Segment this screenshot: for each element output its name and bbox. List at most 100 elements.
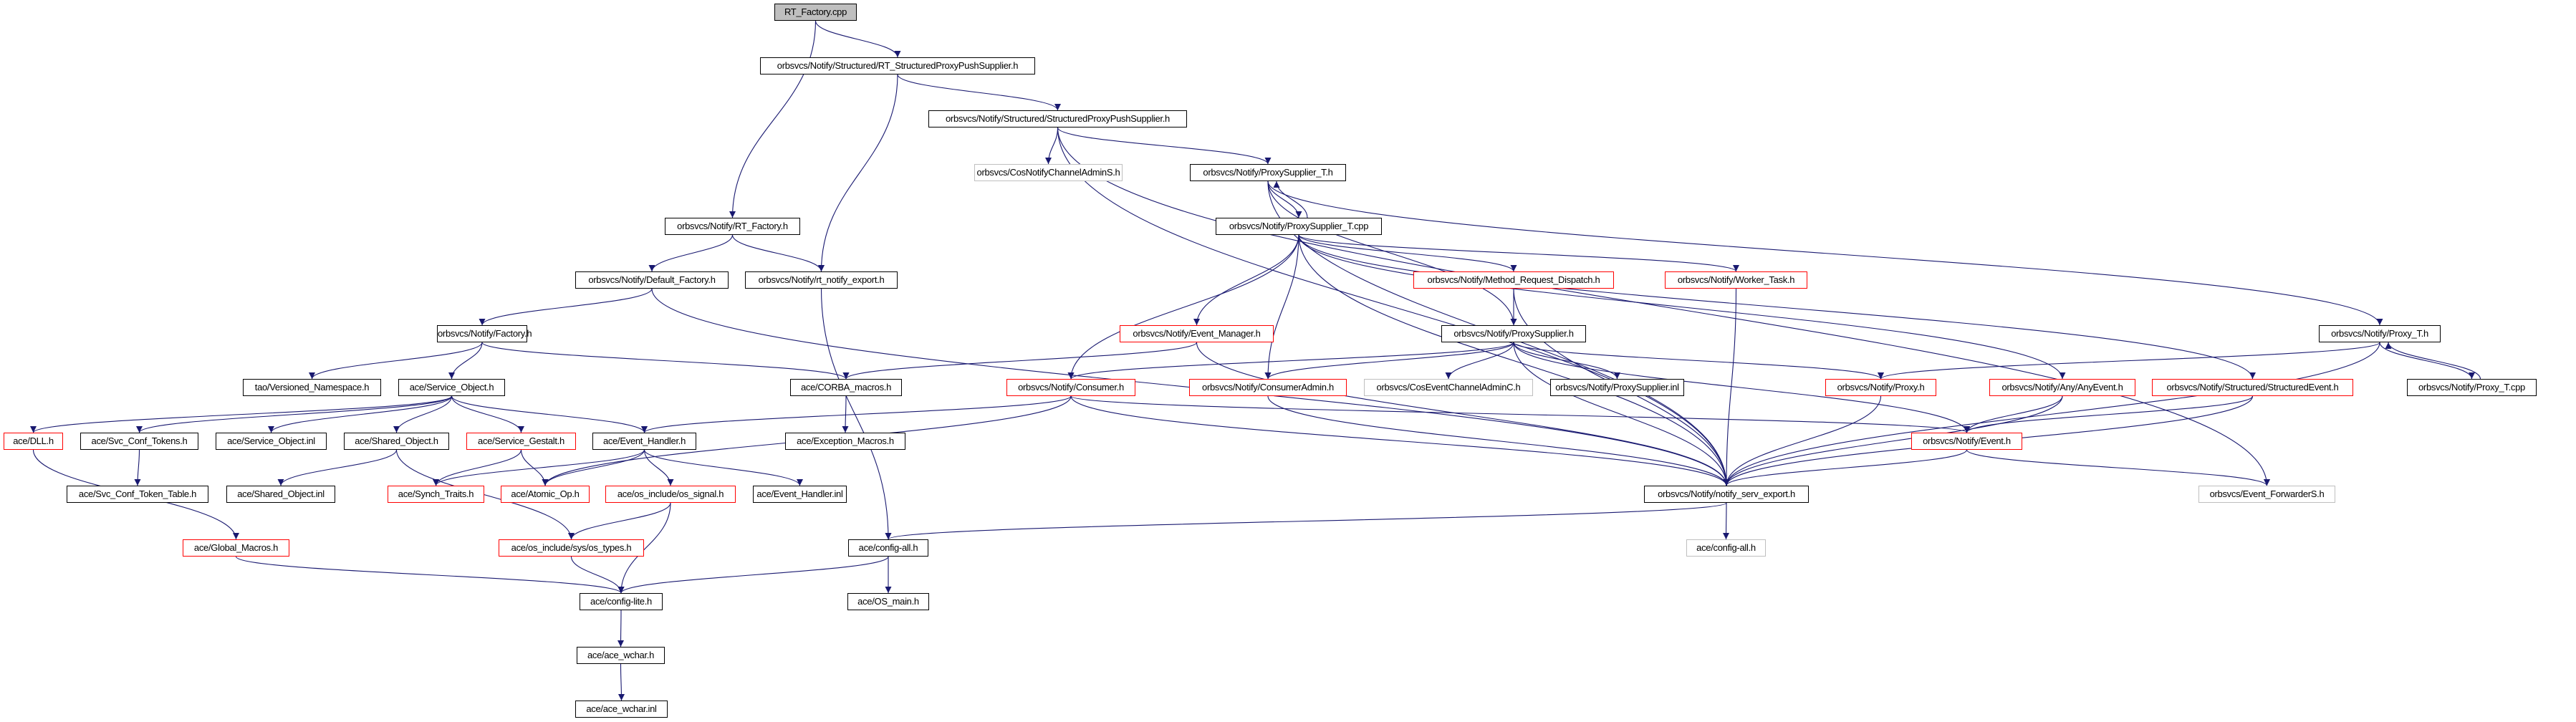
- node-orbsvcs-notify-notify-serv-export-h[interactable]: orbsvcs/Notify/notify_serv_export.h: [1644, 486, 1809, 503]
- node-ace-svc-conf-tokens-h[interactable]: ace/Svc_Conf_Tokens.h: [80, 433, 198, 450]
- edge-n1-to-n8: [818, 74, 898, 272]
- edge-n14-to-n40: [1723, 342, 2380, 486]
- node-orbsvcs-notify-proxysupplier-inl[interactable]: orbsvcs/Notify/ProxySupplier.inl: [1550, 379, 1684, 396]
- node-orbsvcs-notify-structured-structuredproxypushsupplier-h[interactable]: orbsvcs/Notify/Structured/StructuredProx…: [928, 110, 1187, 127]
- edge-n6-to-n9: [1298, 234, 1517, 272]
- edge-n12-to-n17: [842, 342, 1198, 380]
- edge-n6-to-n4: [1273, 180, 1308, 218]
- edge-n24-to-n33: [1964, 395, 2254, 433]
- edge-n31-to-n39: [643, 449, 803, 486]
- node-rt-factory-cpp[interactable]: RT_Factory.cpp: [774, 4, 857, 21]
- edge-n6-to-n10: [1298, 234, 1739, 272]
- node-ace-svc-conf-token-table-h[interactable]: ace/Svc_Conf_Token_Table.h: [67, 486, 208, 503]
- node-orbsvcs-notify-factory-h[interactable]: orbsvcs/Notify/Factory.h: [437, 325, 532, 342]
- edge-n40-to-n44: [885, 502, 1727, 540]
- edge-n23-to-n40: [1723, 395, 2063, 486]
- edge-n31-to-n36: [433, 449, 645, 486]
- edge-n31-to-n38: [643, 449, 674, 486]
- node-orbsvcs-notify-worker-task-h[interactable]: orbsvcs/Notify/Worker_Task.h: [1665, 271, 1807, 289]
- node-ace-event-handler-h[interactable]: ace/Event_Handler.h: [592, 433, 696, 450]
- node-orbsvcs-notify-proxy-h[interactable]: orbsvcs/Notify/Proxy.h: [1825, 379, 1936, 396]
- node-orbsvcs-notify-rt-factory-h[interactable]: orbsvcs/Notify/RT_Factory.h: [665, 218, 800, 235]
- node-tao-versioned-namespace-h[interactable]: tao/Versioned_Namespace.h: [243, 379, 381, 396]
- edge-n6-to-n40: [1298, 234, 1730, 486]
- edge-n27-to-n34: [134, 449, 141, 486]
- node-ace-event-handler-inl[interactable]: ace/Event_Handler.inl: [753, 486, 847, 503]
- node-orbsvcs-notify-rt-notify-export-h[interactable]: orbsvcs/Notify/rt_notify_export.h: [745, 271, 898, 289]
- node-ace-atomic-op-h[interactable]: ace/Atomic_Op.h: [501, 486, 590, 503]
- edge-n6-to-n12: [1193, 234, 1299, 326]
- node-orbsvcs-notify-consumeradmin-h[interactable]: orbsvcs/Notify/ConsumerAdmin.h: [1189, 379, 1347, 396]
- edge-n13-to-n21: [1513, 342, 1620, 380]
- node-orbsvcs-cosnotifychanneladmins-h[interactable]: orbsvcs/CosNotifyChannelAdminS.h: [974, 164, 1123, 181]
- node-ace-global-macros-h[interactable]: ace/Global_Macros.h: [183, 539, 289, 557]
- edge-n33-to-n40: [1723, 449, 1968, 486]
- node-ace-os-include-sys-os-types-h[interactable]: ace/os_include/sys/os_types.h: [499, 539, 644, 557]
- node-orbsvcs-notify-any-anyevent-h[interactable]: orbsvcs/Notify/Any/AnyEvent.h: [1989, 379, 2135, 396]
- node-ace-synch-traits-h[interactable]: ace/Synch_Traits.h: [388, 486, 484, 503]
- edge-n5-to-n8: [731, 234, 825, 272]
- node-orbsvcs-notify-proxysupplier-t-h[interactable]: orbsvcs/Notify/ProxySupplier_T.h: [1190, 164, 1346, 181]
- edge-n16-to-n28: [268, 395, 453, 433]
- edge-n33-to-n41: [1966, 449, 2270, 486]
- edge-n13-to-n18: [1067, 342, 1514, 380]
- node-ace-service-object-inl[interactable]: ace/Service_Object.inl: [216, 433, 327, 450]
- edge-n11-to-n16: [448, 342, 483, 380]
- node-orbsvcs-coseventchanneladminc-h[interactable]: orbsvcs/CosEventChannelAdminC.h: [1364, 379, 1533, 396]
- node-ace-service-gestalt-h[interactable]: ace/Service_Gestalt.h: [466, 433, 576, 450]
- edge-n2-to-n41: [1057, 127, 2270, 486]
- edge-n10-to-n40: [1723, 288, 1737, 486]
- node-orbsvcs-notify-proxy-t-h[interactable]: orbsvcs/Notify/Proxy_T.h: [2319, 325, 2441, 342]
- edge-n29-to-n35: [277, 449, 398, 486]
- node-ace-service-object-h[interactable]: ace/Service_Object.h: [398, 379, 505, 396]
- edge-n25-to-n14: [2385, 342, 2481, 380]
- edge-n16-to-n31: [451, 395, 648, 433]
- edge-n12-to-n40: [1196, 342, 1730, 486]
- node-ace-os-main-h[interactable]: ace/OS_main.h: [847, 593, 929, 610]
- node-ace-shared-object-h[interactable]: ace/Shared_Object.h: [344, 433, 449, 450]
- node-orbsvcs-notify-structured-structuredevent-h[interactable]: orbsvcs/Notify/Structured/StructuredEven…: [2152, 379, 2353, 396]
- edge-n46-to-n48: [617, 610, 625, 648]
- node-orbsvcs-notify-proxy-t-cpp[interactable]: orbsvcs/Notify/Proxy_T.cpp: [2407, 379, 2537, 396]
- edge-n19-to-n40: [1267, 395, 1730, 486]
- edge-n44-to-n46: [617, 556, 889, 594]
- edge-n6-to-n23: [1298, 234, 2066, 380]
- node-ace-ace-wchar-inl[interactable]: ace/ace_wchar.inl: [575, 701, 668, 718]
- node-orbsvcs-notify-proxysupplier-h[interactable]: orbsvcs/Notify/ProxySupplier.h: [1441, 325, 1586, 342]
- node-orbsvcs-notify-consumer-h[interactable]: orbsvcs/Notify/Consumer.h: [1006, 379, 1135, 396]
- edge-n13-to-n19: [1264, 342, 1514, 380]
- node-ace-config-lite-h[interactable]: ace/config-lite.h: [580, 593, 663, 610]
- edge-n4-to-n14: [1267, 180, 2383, 326]
- node-ace-dll-h[interactable]: ace/DLL.h: [4, 433, 63, 450]
- node-orbsvcs-notify-structured-rt-structuredproxypushsupplier-h[interactable]: orbsvcs/Notify/Structured/RT_StructuredP…: [760, 57, 1035, 74]
- edge-n40-to-n45: [1723, 502, 1730, 540]
- edge-n38-to-n43: [568, 502, 671, 540]
- node-ace-exception-macros-h[interactable]: ace/Exception_Macros.h: [785, 433, 905, 450]
- node-ace-config-all-h[interactable]: ace/config-all.h: [1686, 539, 1766, 557]
- edge-n0-to-n1: [814, 20, 901, 58]
- edge-n43-to-n46: [570, 556, 625, 594]
- edge-n38-to-n46: [617, 502, 671, 594]
- edge-n18-to-n33: [1070, 395, 1970, 433]
- node-ace-config-all-h[interactable]: ace/config-all.h: [848, 539, 928, 557]
- node-orbsvcs-notify-default-factory-h[interactable]: orbsvcs/Notify/Default_Factory.h: [575, 271, 729, 289]
- edge-n13-to-n40: [1513, 342, 1730, 486]
- edge-n6-to-n24: [1298, 234, 2256, 380]
- node-orbsvcs-notify-event-manager-h[interactable]: orbsvcs/Notify/Event_Manager.h: [1120, 325, 1274, 342]
- node-ace-corba-macros-h[interactable]: ace/CORBA_macros.h: [790, 379, 902, 396]
- node-ace-os-include-os-signal-h[interactable]: ace/os_include/os_signal.h: [605, 486, 736, 503]
- node-ace-ace-wchar-h[interactable]: ace/ace_wchar.h: [577, 647, 665, 664]
- node-orbsvcs-notify-proxysupplier-t-cpp[interactable]: orbsvcs/Notify/ProxySupplier_T.cpp: [1216, 218, 1382, 235]
- edge-n4-to-n6: [1267, 180, 1302, 218]
- edge-n42-to-n46: [235, 556, 625, 594]
- edge-n8-to-n44: [820, 288, 892, 540]
- node-orbsvcs-notify-method-request-dispatch-h[interactable]: orbsvcs/Notify/Method_Request_Dispatch.h: [1413, 271, 1614, 289]
- node-orbsvcs-notify-event-h[interactable]: orbsvcs/Notify/Event.h: [1911, 433, 2022, 450]
- edge-n23-to-n33: [1964, 395, 2063, 433]
- node-ace-shared-object-inl[interactable]: ace/Shared_Object.inl: [226, 486, 335, 503]
- edge-n13-to-n33: [1513, 342, 1970, 433]
- node-orbsvcs-event-forwarders-h[interactable]: orbsvcs/Event_ForwarderS.h: [2198, 486, 2335, 503]
- edge-n16-to-n29: [393, 395, 453, 433]
- edge-n17-to-n32: [842, 395, 849, 433]
